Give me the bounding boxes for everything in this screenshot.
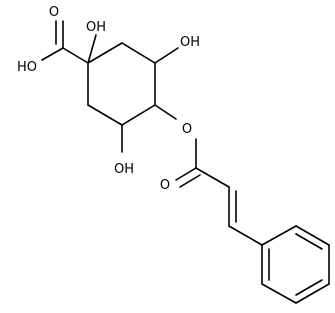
cyclohexane-ring [87,42,156,126]
bond-carbonyl-alpha-carbon [195,167,230,188]
bond-c1-carboxyl-carbon [62,47,89,64]
bond-c4-ester-oxygen [154,104,177,120]
ring-bond-c2-c3 [121,42,156,64]
ring-bond-c4-c5 [121,104,156,126]
ester-oxygen-label: O [182,122,192,137]
bond-c3-oh [154,47,179,64]
carboxyl-hydroxyl-label: HO [17,60,37,75]
phenyl-inner-double-1 [295,233,323,250]
ring-bond-c5-c6 [87,104,123,126]
phenyl-ring [261,225,330,304]
c1-hydroxyl-label: OH [86,20,106,35]
phenyl-bond-1 [261,225,297,246]
phenyl-bond-4 [295,283,330,304]
carbonyl-oxygen-label: O [160,178,170,193]
ring-bond-c1-c2 [87,42,123,64]
cinnamoyl-ester-group [154,104,263,246]
bond-beta-carbon-phenyl [228,225,263,246]
bond-carbonyl-double-a [175,167,197,181]
bond-carboxyl-c-oh [41,47,64,61]
carboxyl-oxygen-label: O [49,5,59,20]
bond-carbonyl-double-b [179,174,201,188]
phenyl-bond-2 [295,225,330,246]
bond-c1-oh [87,34,97,64]
carboxylic-acid-group [41,20,89,64]
phenyl-bond-5 [261,283,297,304]
phenyl-inner-double-2 [295,279,323,296]
c5-hydroxyl-label: OH [114,162,134,177]
c3-hydroxyl-label: OH [180,35,200,50]
